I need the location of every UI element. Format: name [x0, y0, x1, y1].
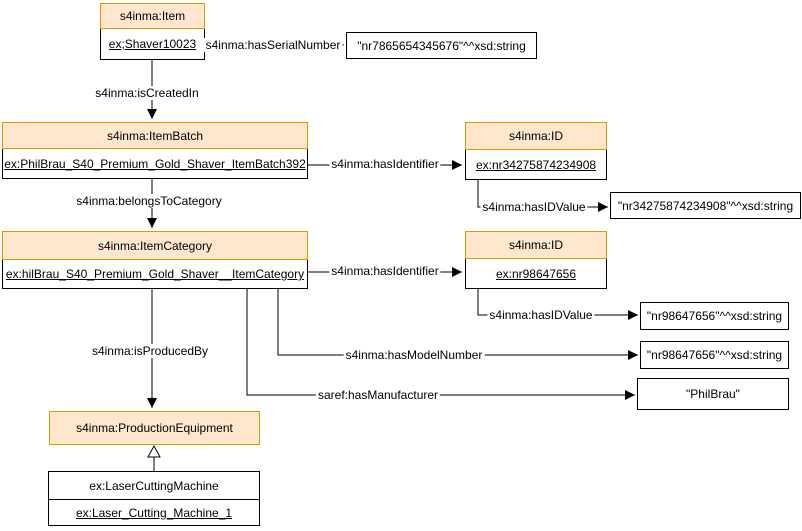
class-node-id-category: s4inma:ID ex:nr98647656 [465, 231, 607, 289]
class-node-item-instance: ex;Shaver10023 [100, 29, 205, 60]
literal-model-number: "nr98647656"^^xsd:string [640, 341, 789, 369]
edge-label-has-id-value-batch: s4inma:hasIDValue [480, 200, 588, 214]
class-node-item-category-instance: ex:hilBrau_S40_Premium_Gold_Shaver__Item… [2, 260, 308, 289]
edge-label-has-model-number: s4inma:hasModelNumber [343, 348, 485, 362]
literal-serial-number: "nr7865654345676"^^xsd:string [346, 32, 537, 59]
class-node-item-batch: s4inma:ItemBatch ex:PhilBrau_S40_Premium… [2, 122, 308, 179]
edge-label-has-id-value-category: s4inma:hasIDValue [487, 308, 595, 322]
class-node-item-batch-instance: ex:PhilBrau_S40_Premium_Gold_Shaver_Item… [2, 149, 308, 179]
class-node-item-category: s4inma:ItemCategory ex:hilBrau_S40_Premi… [2, 231, 308, 289]
edge-label-belongs-to-category: s4inma:belongsToCategory [74, 194, 224, 208]
edge-has-manufacturer [246, 289, 635, 400]
class-node-id-batch-title: s4inma:ID [465, 122, 607, 150]
edge-label-has-manufacturer: saref:hasManufacturer [315, 388, 441, 402]
edge-label-is-produced-by: s4inma:isProducedBy [89, 344, 211, 358]
edge-label-has-identifier-category: s4inma:hasIdentifier [329, 264, 441, 278]
class-node-id-batch-instance: ex:nr34275874234908 [465, 150, 607, 180]
hollow-triangle-arrowhead [147, 444, 161, 458]
literal-batch-id-value: "nr34275874234908"^^xsd:string [610, 192, 801, 219]
class-node-item-title: s4inma:Item [100, 3, 205, 29]
class-node-laser-cutting-machine: ex:LaserCuttingMachine ex:Laser_Cutting_… [48, 471, 260, 526]
edge-has-model-number [277, 289, 638, 360]
class-node-laser-cutting-machine-instance: ex:Laser_Cutting_Machine_1 [48, 500, 260, 526]
literal-category-id-value: "nr98647656"^^xsd:string [640, 302, 789, 330]
class-node-laser-cutting-machine-title: ex:LaserCuttingMachine [48, 471, 260, 500]
class-node-item-batch-title: s4inma:ItemBatch [2, 122, 308, 149]
class-node-production-equipment: s4inma:ProductionEquipment [49, 411, 260, 445]
class-node-id-batch: s4inma:ID ex:nr34275874234908 [465, 122, 607, 180]
class-node-id-category-instance: ex:nr98647656 [465, 259, 607, 289]
class-node-item-category-title: s4inma:ItemCategory [2, 231, 308, 260]
class-node-id-category-title: s4inma:ID [465, 231, 607, 259]
class-node-item: s4inma:Item ex;Shaver10023 [100, 3, 205, 60]
literal-manufacturer: "PhilBrau" [637, 378, 789, 410]
edge-label-has-serial-number: s4inma:hasSerialNumber [203, 38, 343, 52]
edge-label-is-created-in: s4inma:isCreatedIn [93, 86, 201, 100]
edge-label-has-identifier-batch: s4inma:hasIdentifier [329, 157, 441, 171]
